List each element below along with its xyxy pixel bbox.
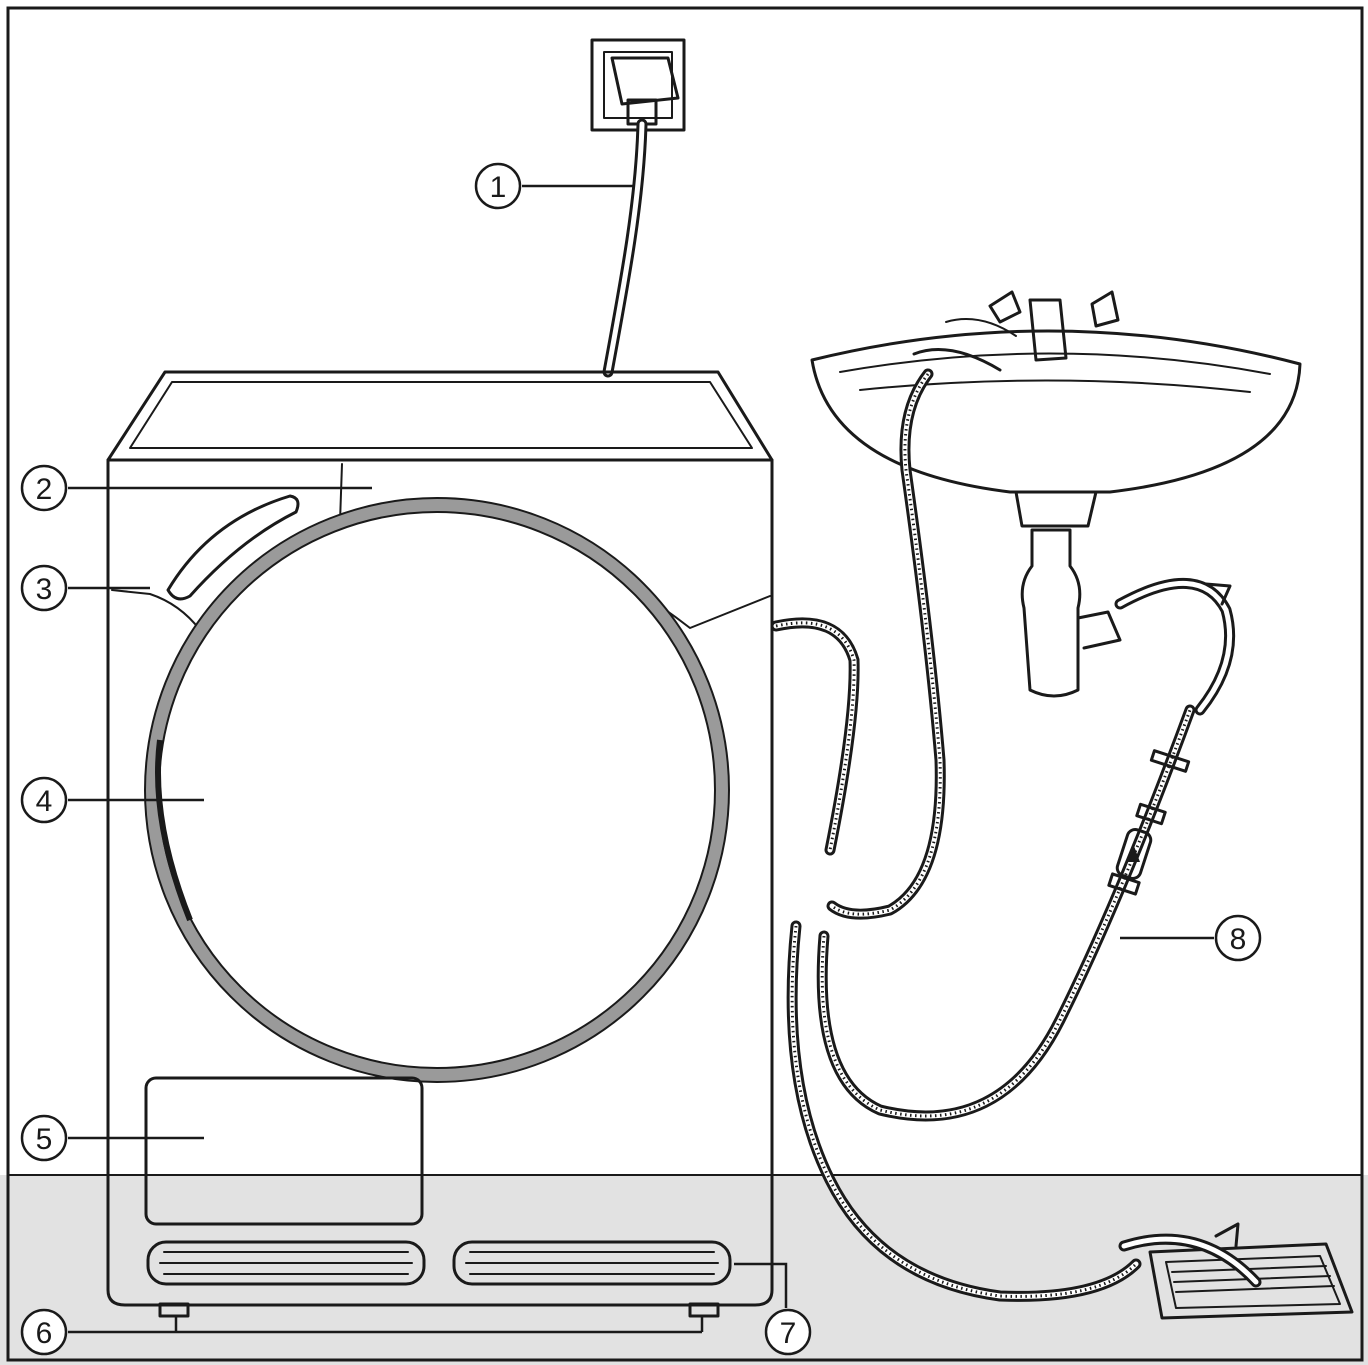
- callout-1: 1: [474, 162, 522, 210]
- adjustable-foot-right: [688, 1302, 720, 1318]
- adjustable-foot-left: [158, 1302, 190, 1318]
- svg-text:8: 8: [1230, 923, 1247, 956]
- tap: [945, 290, 1120, 362]
- leader-lines: [68, 184, 1214, 1334]
- control-display: [166, 494, 300, 601]
- power-cable: [602, 118, 648, 378]
- svg-text:7: 7: [780, 1317, 797, 1350]
- svg-text:5: 5: [36, 1123, 53, 1156]
- svg-text:3: 3: [36, 573, 53, 606]
- siphon-trap: [1020, 528, 1082, 698]
- drain-hose-in-sink: [826, 348, 1002, 920]
- non-return-valve: [1107, 749, 1191, 896]
- callout-2: 2: [20, 464, 68, 512]
- callout-4: 4: [20, 776, 68, 824]
- frame-border: [6, 6, 1364, 1362]
- callout-7: 7: [764, 1308, 812, 1356]
- callout-5: 5: [20, 1114, 68, 1162]
- drain-hose-from-dryer: [770, 617, 860, 856]
- plinth-flap: [144, 1076, 424, 1226]
- floor-drain: [1118, 1222, 1354, 1320]
- callout-6: 6: [20, 1308, 68, 1356]
- dryer: [106, 370, 774, 1318]
- wash-basin: [810, 290, 1302, 698]
- drain-hose-to-floor: [786, 920, 1142, 1302]
- vent-grille-right: [452, 1240, 732, 1286]
- drain-hose-to-siphon: [816, 578, 1236, 1122]
- svg-text:1: 1: [490, 171, 507, 204]
- callout-8: 8: [1214, 914, 1262, 962]
- svg-text:2: 2: [36, 473, 53, 506]
- svg-text:6: 6: [36, 1317, 53, 1350]
- vent-grille-left: [146, 1240, 426, 1286]
- floor: [0, 1175, 1368, 1365]
- callout-3: 3: [20, 564, 68, 612]
- svg-text:4: 4: [36, 785, 53, 818]
- dryer-door: [145, 498, 729, 1082]
